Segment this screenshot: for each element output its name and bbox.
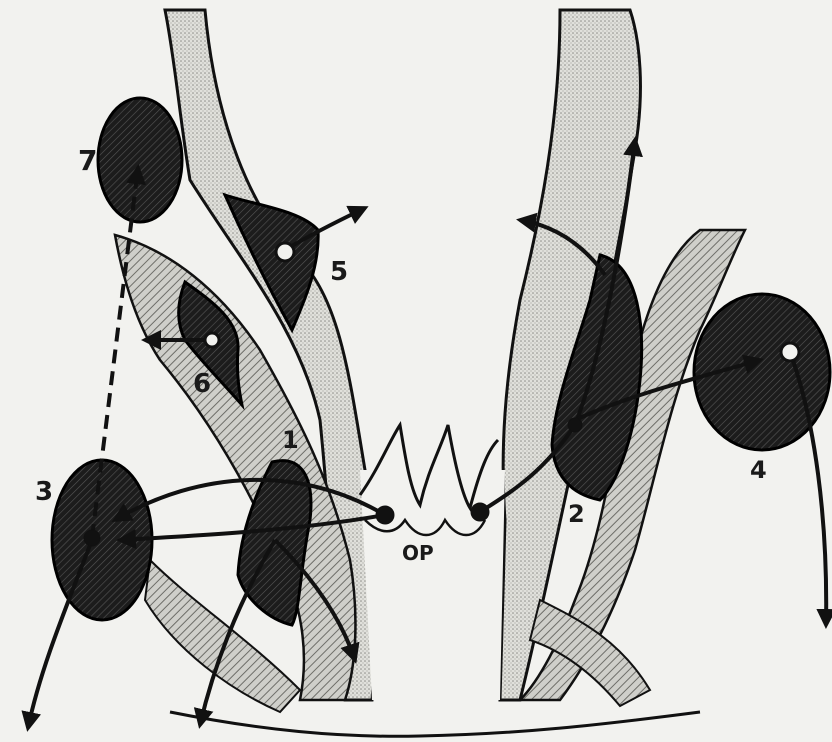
label-3: 3 bbox=[35, 477, 53, 507]
label-2: 2 bbox=[568, 500, 585, 528]
label-6: 6 bbox=[193, 369, 211, 399]
label-op: OP bbox=[402, 541, 434, 565]
abscess-7-supralevator bbox=[98, 98, 182, 222]
label-1: 1 bbox=[282, 426, 299, 454]
label-4: 4 bbox=[750, 456, 767, 484]
perianal-skin bbox=[170, 712, 700, 736]
label-7: 7 bbox=[78, 144, 97, 177]
label-5: 5 bbox=[330, 257, 348, 287]
